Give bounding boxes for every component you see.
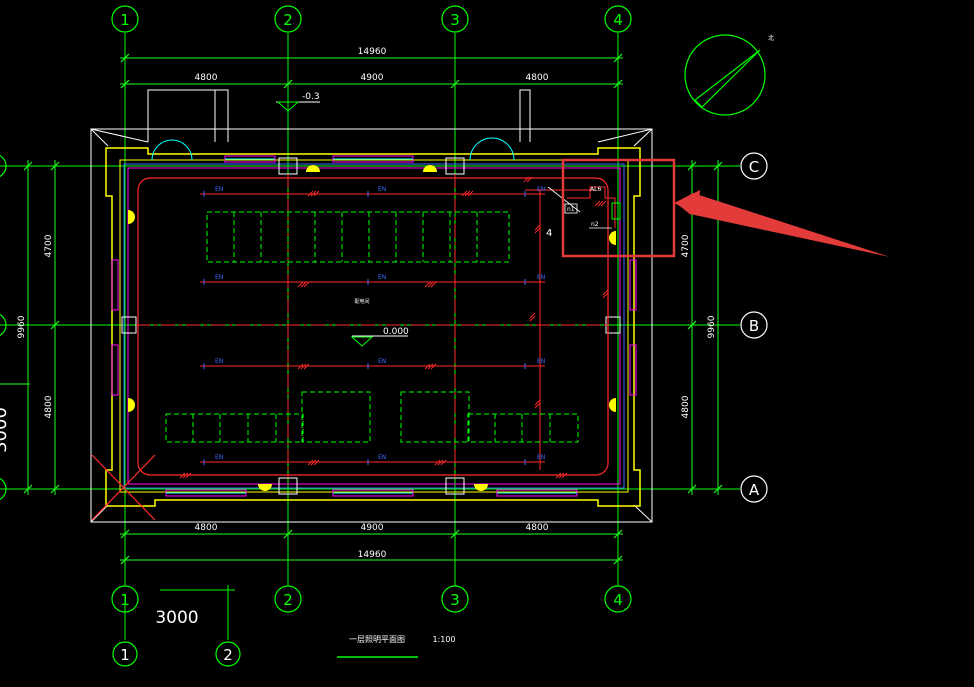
wall-outer (105, 147, 641, 507)
drawing-scale: 1:100 (432, 635, 455, 644)
grid-label-4-bottom: 4 (613, 591, 623, 609)
dim-right-upper: 4700 (681, 234, 691, 257)
n1-label: n1 (567, 206, 575, 213)
svg-text:EN: EN (537, 454, 545, 461)
north-compass: 北 (684, 34, 774, 116)
equipment-dashed (165, 211, 579, 443)
n2-label: n2 (591, 221, 599, 228)
grid-label-a: A (749, 481, 760, 499)
grid-bubble-1-bottom (111, 585, 139, 613)
dimension-texts: 14960 4800 4900 4800 4800 4900 4800 1496… (17, 47, 717, 560)
svg-text:EN: EN (215, 186, 223, 193)
svg-text:EN: EN (215, 274, 223, 281)
level-outside-text: -0.3 (302, 92, 320, 102)
svg-text:EN: EN (378, 274, 386, 281)
highlight-arrow (674, 190, 890, 257)
dim-3000: 3000 (155, 608, 198, 628)
level-floor-text: 0.000 (383, 327, 409, 337)
level-marker-floor: 0.000 (350, 327, 409, 347)
grid-label-2-bottom: 2 (283, 591, 293, 609)
dim-bottom-total: 14960 (358, 550, 387, 560)
grid-bubble-1-extra (112, 641, 138, 667)
grid-bubble-2-top (274, 5, 302, 33)
dim-top-span-2: 4900 (361, 73, 384, 83)
wall-finish (123, 163, 625, 489)
grid-bubble-1-top (111, 5, 139, 33)
grid-label-1-bottom: 1 (120, 591, 130, 609)
grid-label-3-bottom: 3 (450, 591, 460, 609)
dim-bottom-span-2: 4900 (361, 523, 384, 533)
wall-lamps (128, 165, 616, 491)
grid-bubble-c (740, 152, 768, 180)
level-marker-outside: -0.3 (276, 92, 320, 112)
grid-label-1-top: 1 (120, 11, 130, 29)
grid-bubble-3-bottom (441, 585, 469, 613)
dim-cut-left: 3000 (0, 407, 11, 453)
svg-text:EN: EN (215, 454, 223, 461)
corner-x-mark (91, 454, 156, 521)
svg-text:EN: EN (537, 358, 545, 365)
fixture-rows: EN EN EN EN EN EN EN EN EN EN EN EN (179, 186, 609, 479)
dim-left-lower: 4800 (44, 395, 54, 418)
svg-text:EN: EN (537, 274, 545, 281)
dim-right-lower: 4800 (681, 395, 691, 418)
grid-label-3-top: 3 (450, 11, 460, 29)
grid-bubble-4-bottom (604, 585, 632, 613)
svg-text:EN: EN (378, 186, 386, 193)
doors (151, 137, 515, 161)
drawing-title: 一层照明平面图 (349, 635, 405, 644)
dim-right-total: 9960 (707, 315, 717, 338)
building-outline (90, 128, 653, 523)
svg-text:EN: EN (215, 358, 223, 365)
svg-text:EN: EN (378, 454, 386, 461)
grid-bubble-b (740, 311, 768, 339)
grid-label-c: C (749, 158, 759, 176)
dim-left-total: 9960 (17, 315, 27, 338)
dim-bottom-span-3: 4800 (526, 523, 549, 533)
entrance-canopy (147, 89, 531, 142)
wiring-loop (137, 177, 609, 476)
grid-bubble-3-top (441, 5, 469, 33)
panel-label: AL6 (590, 186, 601, 193)
svg-text:EN: EN (537, 186, 545, 193)
dim-bottom-span-1: 4800 (195, 523, 218, 533)
highlight-box (561, 158, 676, 258)
dim-top-span-1: 4800 (195, 73, 218, 83)
grid-bubbles-top: 1 2 3 4 (111, 5, 632, 33)
dimension-ticks (23, 53, 723, 565)
title-block: 一层照明平面图 1:100 (337, 635, 456, 658)
grid-label-4-top: 4 (613, 11, 623, 29)
grid-bubbles-bottom: 1 2 3 4 1 2 (111, 585, 632, 667)
grid-bubble-4-top (604, 5, 632, 33)
circuit-count-4: 4 (546, 228, 552, 239)
wall-inner (119, 159, 629, 493)
grid-label-b: B (749, 317, 759, 335)
dim-left-upper: 4700 (44, 234, 54, 257)
grid-bubbles-right: C B A (0, 152, 768, 503)
grid-bubble-2-extra (215, 641, 241, 667)
grid-label-1-extra: 1 (120, 646, 130, 664)
svg-text:EN: EN (378, 358, 386, 365)
grid-bubble-a (740, 475, 768, 503)
dim-top-span-3: 4800 (526, 73, 549, 83)
grid-label-2-top: 2 (283, 11, 293, 29)
room-label: 配电间 (354, 298, 369, 305)
grid-label-2-extra: 2 (223, 646, 233, 664)
dim-top-total: 14960 (358, 47, 387, 57)
windows (111, 155, 637, 497)
grid-bubble-2-bottom (274, 585, 302, 613)
north-label: 北 (768, 34, 774, 42)
